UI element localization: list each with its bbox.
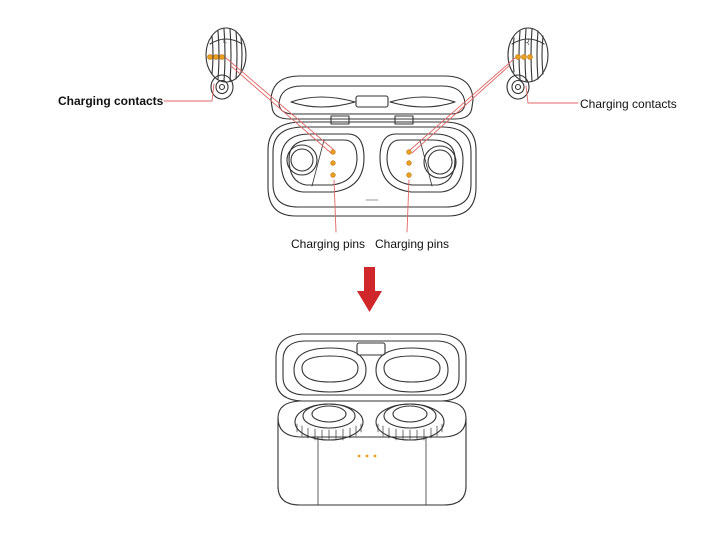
left-earbud-contacts [207,54,225,60]
open-case-top-view [267,75,477,217]
right-earbud-contacts [515,54,533,60]
leader-left-contacts [163,83,215,102]
label-right-charging-pins: Charging pins [375,237,450,251]
label-right-charging-contacts: Charging contacts [580,97,677,111]
leader-right-contact-to-pin [409,57,516,151]
right-earbud: R [506,27,549,100]
leader-left-pins [333,179,337,233]
leader-right-contacts [525,85,579,104]
case-charging-pins-right [406,149,412,178]
label-left-charging-pins: Charging pins [291,237,366,251]
case-indicator-lights [357,454,377,458]
leader-left-contact-to-pin-2 [230,65,332,154]
left-earbud-marker: L [223,38,227,45]
leader-right-pins [406,179,410,233]
leader-lines [163,57,579,233]
right-earbud-marker: R [524,38,530,47]
leader-left-contact-to-pin [225,57,335,151]
left-earbud: L [205,27,247,100]
leader-right-contact-to-pin-2 [411,65,510,154]
arrow-down-icon [357,267,382,312]
case-with-earbuds-inserted [275,333,467,506]
case-charging-pins-left [330,149,336,178]
label-left-charging-contacts: Charging contacts [58,94,164,108]
